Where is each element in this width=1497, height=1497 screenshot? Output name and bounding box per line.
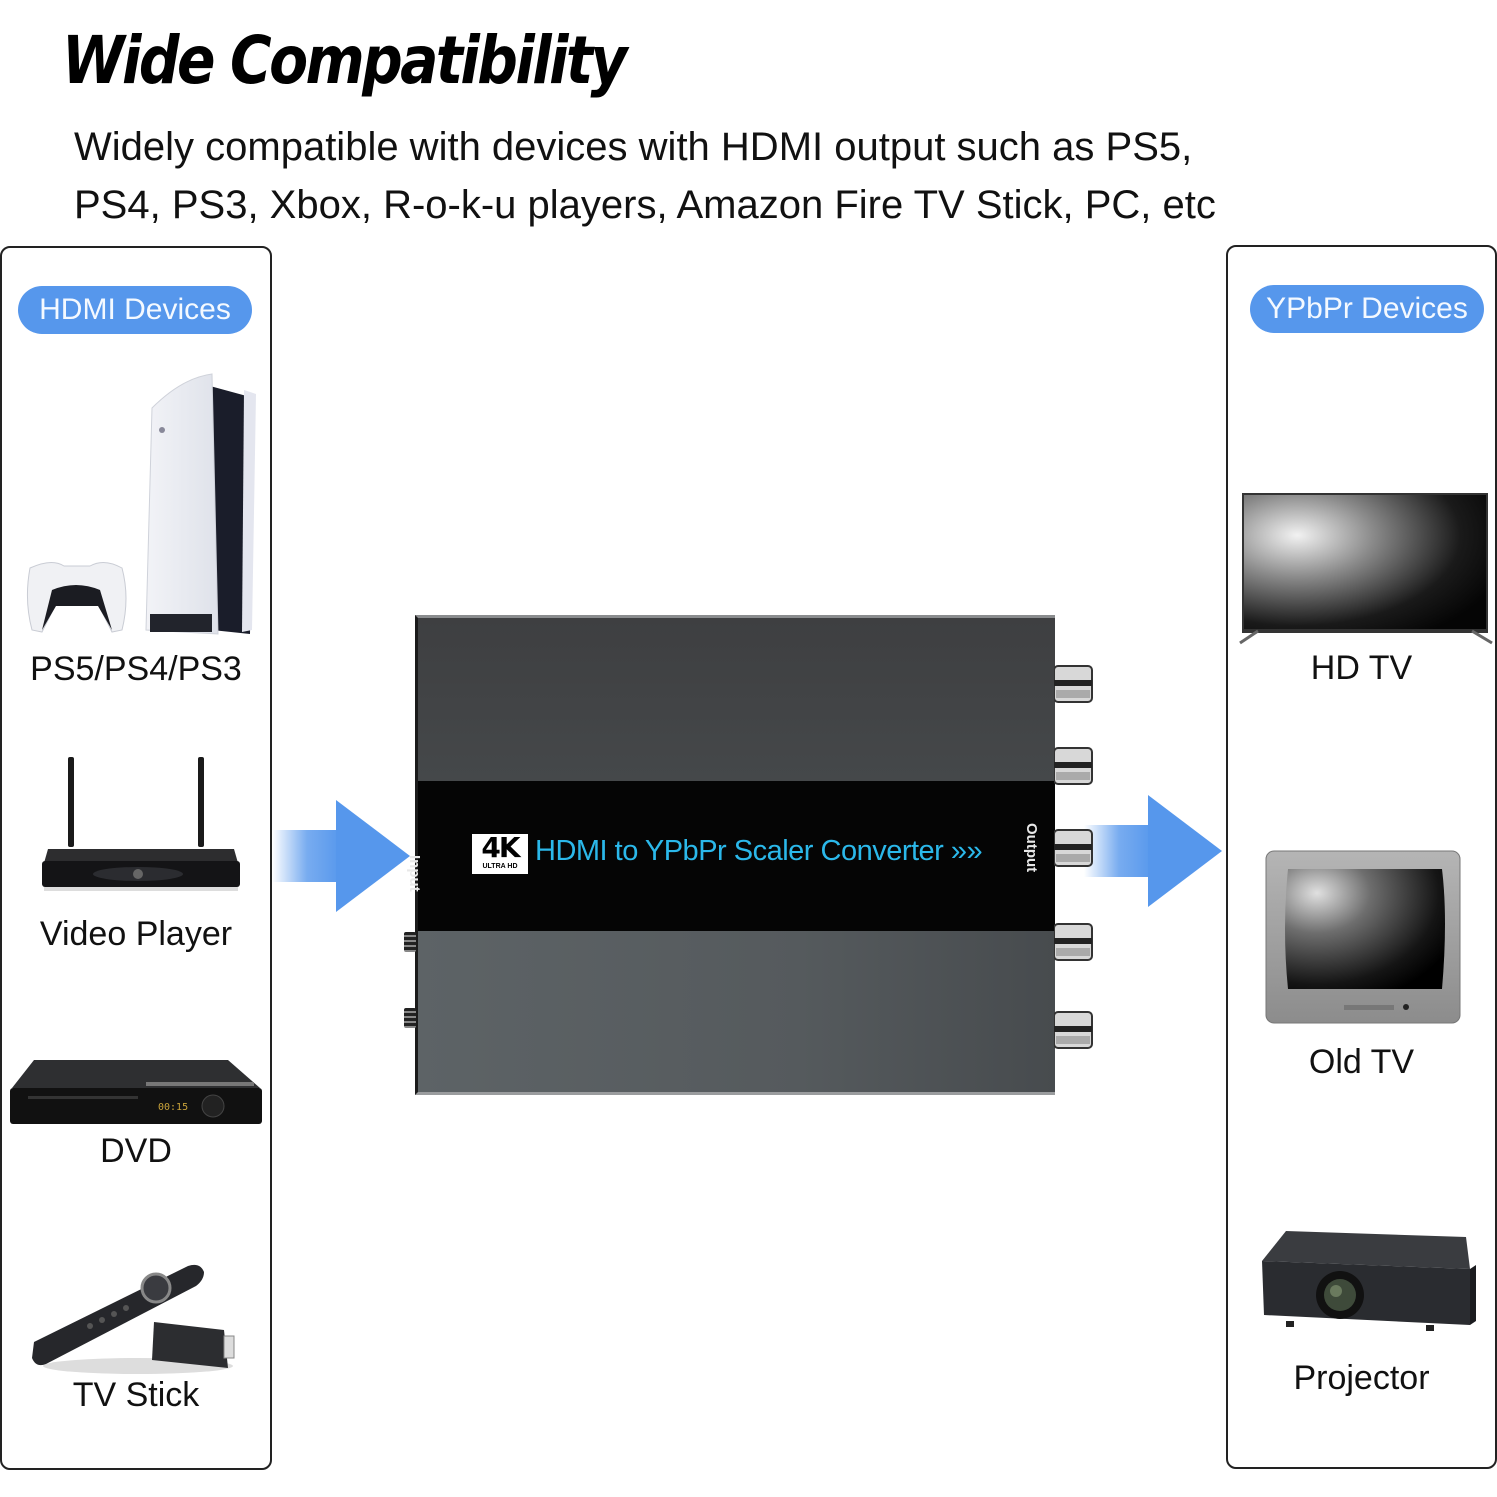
device-ps5: PS5/PS4/PS3 xyxy=(2,368,270,698)
hd-tv-icon xyxy=(1239,493,1493,645)
device-video-player: Video Player xyxy=(2,753,270,963)
device-label: Projector xyxy=(1293,1359,1430,1397)
device-dvd: 00:15 DVD xyxy=(2,1058,270,1188)
side-button-icon xyxy=(404,932,416,952)
converter-title: HDMI to YPbPr Scaler Converter »» xyxy=(535,835,983,867)
converter-top-plate xyxy=(415,615,1055,781)
device-projector: Projector xyxy=(1228,1225,1495,1397)
input-port-label: Input xyxy=(406,855,423,892)
rca-port-icon xyxy=(1054,747,1093,785)
hdmi-devices-heading: HDMI Devices xyxy=(18,286,252,334)
device-label: PS5/PS4/PS3 xyxy=(30,650,242,688)
device-tv-stick: TV Stick xyxy=(2,1256,270,1426)
page-title: Wide Compatibility xyxy=(62,22,628,99)
device-old-tv: Old TV xyxy=(1228,849,1495,1089)
4k-ultra-hd-badge: 4K ULTRA HD xyxy=(472,834,528,874)
device-label: TV Stick xyxy=(72,1376,200,1414)
subtitle-line-2: PS4, PS3, Xbox, R-o-k-u players, Amazon … xyxy=(74,183,1216,227)
rca-port-icon xyxy=(1054,1011,1093,1049)
device-label: HD TV xyxy=(1310,649,1413,687)
chevrons-icon: »» xyxy=(950,835,983,867)
output-port-label: Output xyxy=(1023,823,1040,873)
device-hd-tv: HD TV xyxy=(1228,491,1495,691)
dvd-player-icon: 00:15 xyxy=(10,1060,262,1124)
ypbpr-devices-heading: YPbPr Devices xyxy=(1250,285,1484,333)
device-label: Old TV xyxy=(1308,1043,1415,1081)
converter-bottom-plate xyxy=(415,931,1055,1095)
device-label: Video Player xyxy=(39,915,233,953)
output-arrow-icon xyxy=(1084,795,1222,907)
ypbpr-devices-panel: YPbPr Devices HD TV Old TV xyxy=(1226,245,1497,1469)
projector-icon xyxy=(1262,1231,1476,1331)
rca-port-icon xyxy=(1054,665,1093,703)
device-label: DVD xyxy=(100,1132,172,1170)
side-button-icon xyxy=(404,1008,416,1028)
svg-text:00:15: 00:15 xyxy=(158,1102,188,1113)
rca-port-icon xyxy=(1054,829,1093,867)
hdmi-to-ypbpr-converter: 4K ULTRA HD HDMI to YPbPr Scaler Convert… xyxy=(406,615,1055,1095)
hdmi-devices-panel: HDMI Devices PS5/PS4/PS3 Video Pla xyxy=(0,246,272,1470)
tv-stick-icon xyxy=(32,1264,235,1374)
media-player-icon xyxy=(42,757,240,891)
crt-tv-icon xyxy=(1265,850,1461,1024)
page-subtitle: Widely compatible with devices with HDMI… xyxy=(74,118,1374,234)
game-console-icon xyxy=(26,373,256,635)
input-arrow-icon xyxy=(272,800,410,912)
subtitle-line-1: Widely compatible with devices with HDMI… xyxy=(74,125,1193,169)
rca-port-icon xyxy=(1054,923,1093,961)
